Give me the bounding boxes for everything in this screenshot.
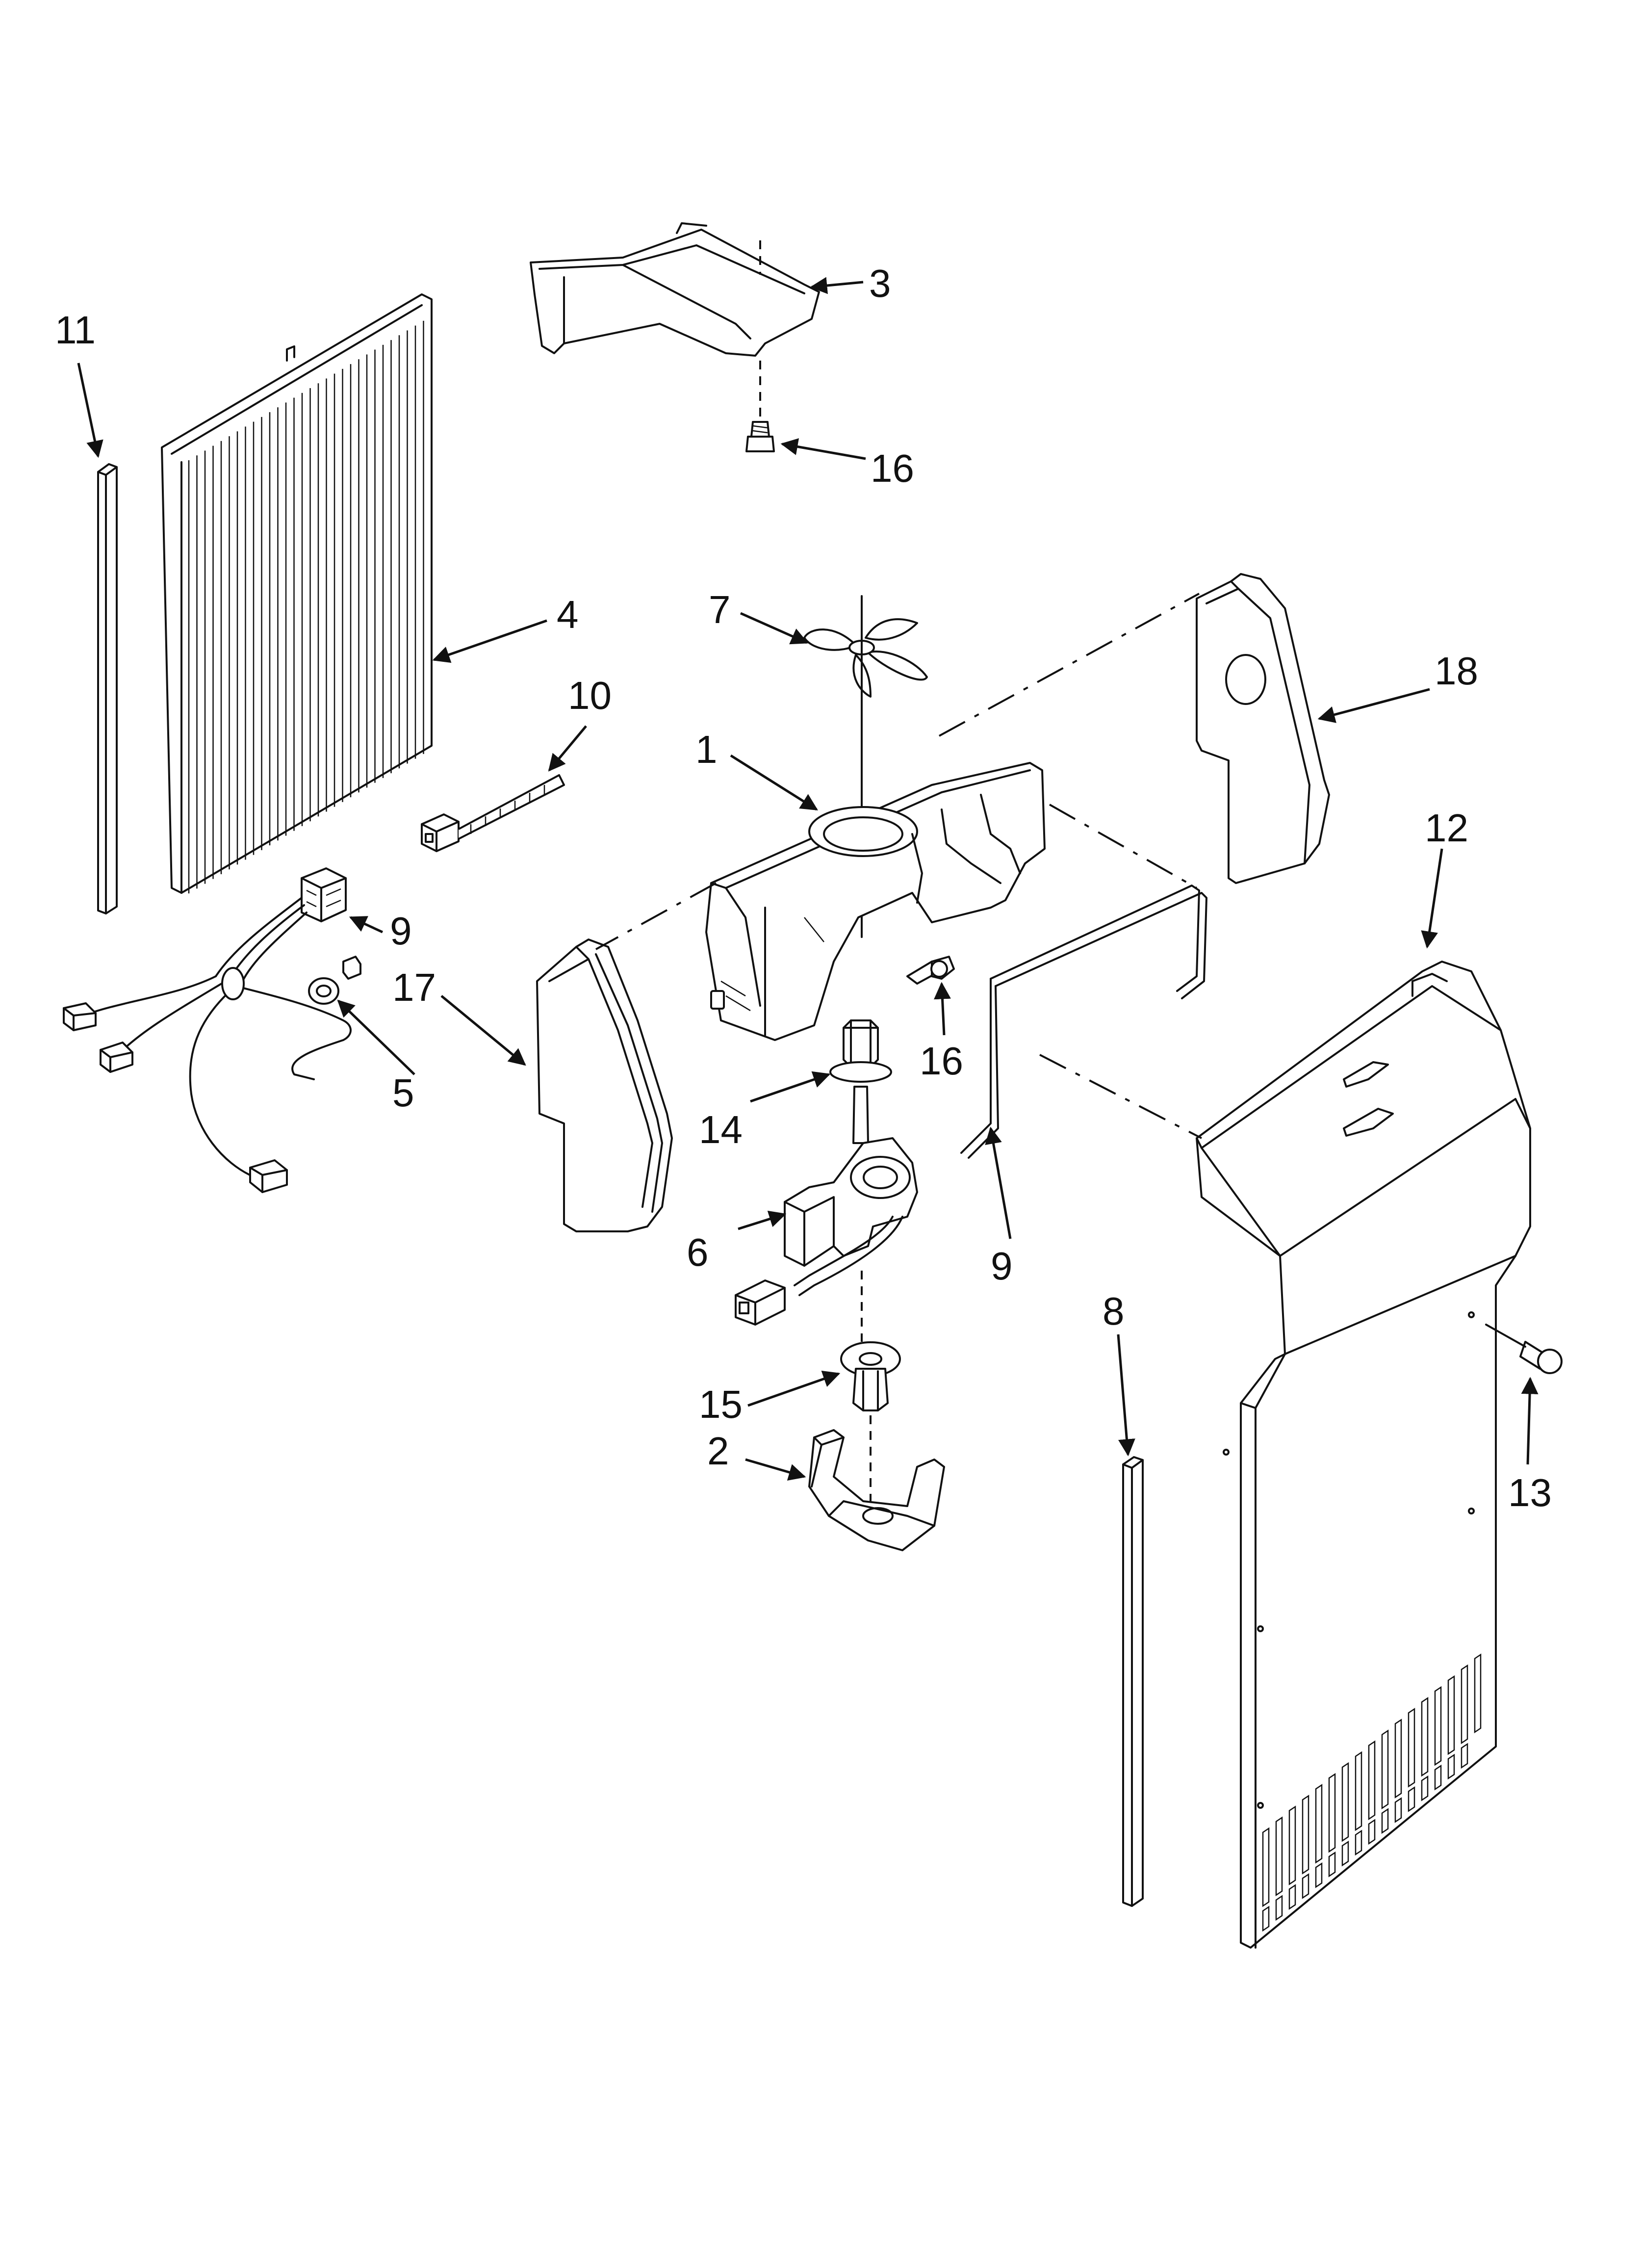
callout-2: 2 — [707, 1429, 729, 1473]
part-9-bushing-lower — [840, 1341, 901, 1411]
part-16-screw-mid — [906, 956, 955, 985]
callout-14: 12 — [1425, 806, 1468, 850]
part-17-baffle — [1196, 573, 1330, 884]
part-14-back-panel — [1196, 961, 1531, 1949]
part-8-strip — [1122, 1456, 1144, 1907]
leader-lines — [77, 277, 1539, 1481]
callout-3: 3 — [869, 261, 891, 305]
part-4-panel — [161, 293, 433, 894]
callout-5: 5 — [392, 1071, 414, 1115]
part-5-grommet — [308, 977, 339, 1005]
callout-9-lower: 15 — [699, 1382, 743, 1426]
part-12-cable-tie — [421, 774, 565, 852]
assembly-lines — [595, 593, 1202, 1139]
callout-labels: 3 16 11 4 10 7 1 18 12 9 5 17 16 14 9 6 … — [55, 261, 1552, 1514]
callout-9-upper: 14 — [699, 1108, 743, 1151]
callout-6: 6 — [687, 1230, 709, 1274]
part-13-strip — [97, 463, 118, 914]
part-7-fan-blade — [803, 618, 928, 698]
callout-16-mid: 16 — [920, 1039, 963, 1083]
callout-10: 9 — [390, 909, 412, 953]
callout-16-top: 16 — [871, 446, 914, 490]
callout-11: 9 — [991, 1244, 1013, 1288]
callout-8: 8 — [1103, 1289, 1125, 1333]
part-11-wire-bracket — [960, 885, 1207, 1159]
part-1-fan-housing — [705, 762, 1046, 1041]
part-10-wire-harness — [63, 867, 361, 1193]
callout-18: 17 — [392, 965, 436, 1009]
callout-1: 1 — [695, 728, 718, 771]
part-9-bushing-upper — [829, 1019, 892, 1083]
part-15-screw — [1485, 1324, 1563, 1374]
part-3-shroud — [530, 222, 820, 357]
callout-15: 13 — [1508, 1471, 1552, 1514]
callout-12: 10 — [568, 674, 612, 717]
callout-7: 7 — [709, 588, 731, 631]
callout-13: 11 — [55, 308, 96, 352]
part-16-screw-top — [745, 421, 775, 452]
callout-4: 4 — [557, 593, 579, 636]
part-2-bracket — [808, 1429, 945, 1551]
part-6-motor — [735, 1086, 918, 1326]
part-18-baffle — [536, 938, 673, 1232]
callout-17: 18 — [1435, 649, 1478, 693]
